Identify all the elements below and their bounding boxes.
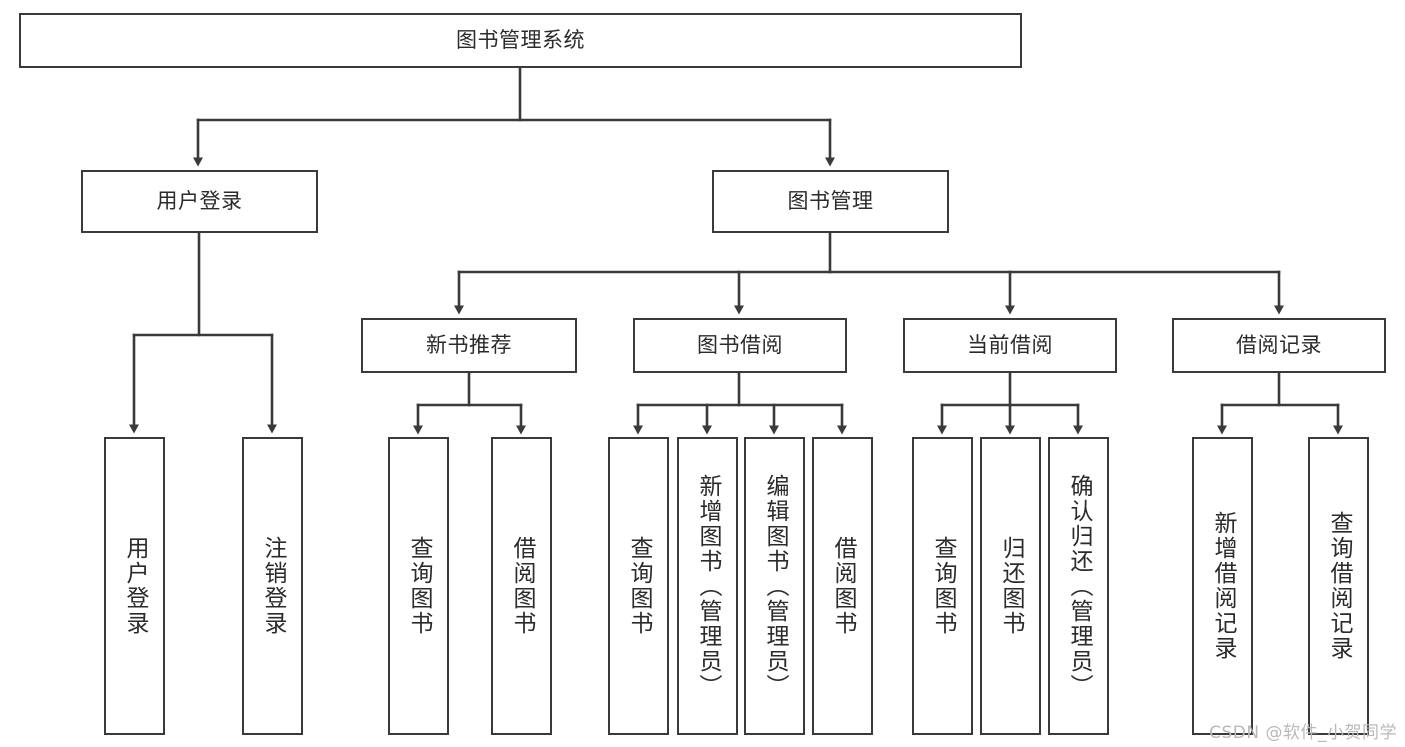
- node-label: 查询图书: [626, 536, 652, 636]
- node-leaf-borrow-book[interactable]: 借阅图书: [812, 437, 873, 735]
- node-book-management[interactable]: 图书管理: [712, 170, 949, 233]
- node-label: 新增图书（管理员）: [695, 473, 721, 699]
- node-user-login[interactable]: 用户登录: [81, 170, 318, 233]
- node-label: 用户登录: [156, 188, 243, 213]
- node-label: 注销登录: [260, 536, 286, 636]
- node-label: 图书管理: [787, 188, 874, 213]
- node-root-book-management-system[interactable]: 图书管理系统: [19, 13, 1022, 68]
- node-label: 当前借阅: [967, 332, 1053, 357]
- node-leaf-query-borrow-record[interactable]: 查询借阅记录: [1308, 437, 1369, 735]
- node-leaf-return-book[interactable]: 归还图书: [980, 437, 1041, 735]
- node-current-borrow[interactable]: 当前借阅: [903, 318, 1117, 373]
- node-leaf-borrow-book-recommend[interactable]: 借阅图书: [491, 437, 552, 735]
- node-label: 图书借阅: [697, 332, 783, 357]
- node-leaf-query-book-current[interactable]: 查询图书: [912, 437, 973, 735]
- node-label: 图书管理系统: [456, 27, 585, 52]
- node-leaf-add-book-admin[interactable]: 新增图书（管理员）: [677, 437, 738, 735]
- node-label: 用户登录: [122, 536, 148, 636]
- node-label: 编辑图书（管理员）: [762, 473, 788, 699]
- node-leaf-add-borrow-record[interactable]: 新增借阅记录: [1192, 437, 1253, 735]
- node-label: 借阅图书: [509, 536, 535, 636]
- node-leaf-query-book-borrow[interactable]: 查询图书: [608, 437, 669, 735]
- csdn-watermark: CSDN @软件_小贺同学: [1209, 723, 1397, 743]
- node-label: 借阅图书: [830, 536, 856, 636]
- node-leaf-edit-book-admin[interactable]: 编辑图书（管理员）: [744, 437, 805, 735]
- node-label: 新增借阅记录: [1210, 511, 1236, 661]
- node-leaf-query-book-recommend[interactable]: 查询图书: [388, 437, 449, 735]
- node-borrow-record[interactable]: 借阅记录: [1172, 318, 1386, 373]
- node-leaf-user-login[interactable]: 用户登录: [104, 437, 165, 735]
- node-label: 新书推荐: [426, 332, 512, 357]
- node-label: 归还图书: [998, 536, 1024, 636]
- node-label: 确认归还（管理员）: [1066, 473, 1092, 699]
- node-new-book-recommend[interactable]: 新书推荐: [361, 318, 577, 373]
- node-label: 查询借阅记录: [1326, 511, 1352, 661]
- node-leaf-logout-login[interactable]: 注销登录: [242, 437, 303, 735]
- node-label: 借阅记录: [1236, 332, 1322, 357]
- node-book-borrow[interactable]: 图书借阅: [633, 318, 847, 373]
- node-leaf-confirm-return-admin[interactable]: 确认归还（管理员）: [1048, 437, 1109, 735]
- node-label: 查询图书: [930, 536, 956, 636]
- node-label: 查询图书: [406, 536, 432, 636]
